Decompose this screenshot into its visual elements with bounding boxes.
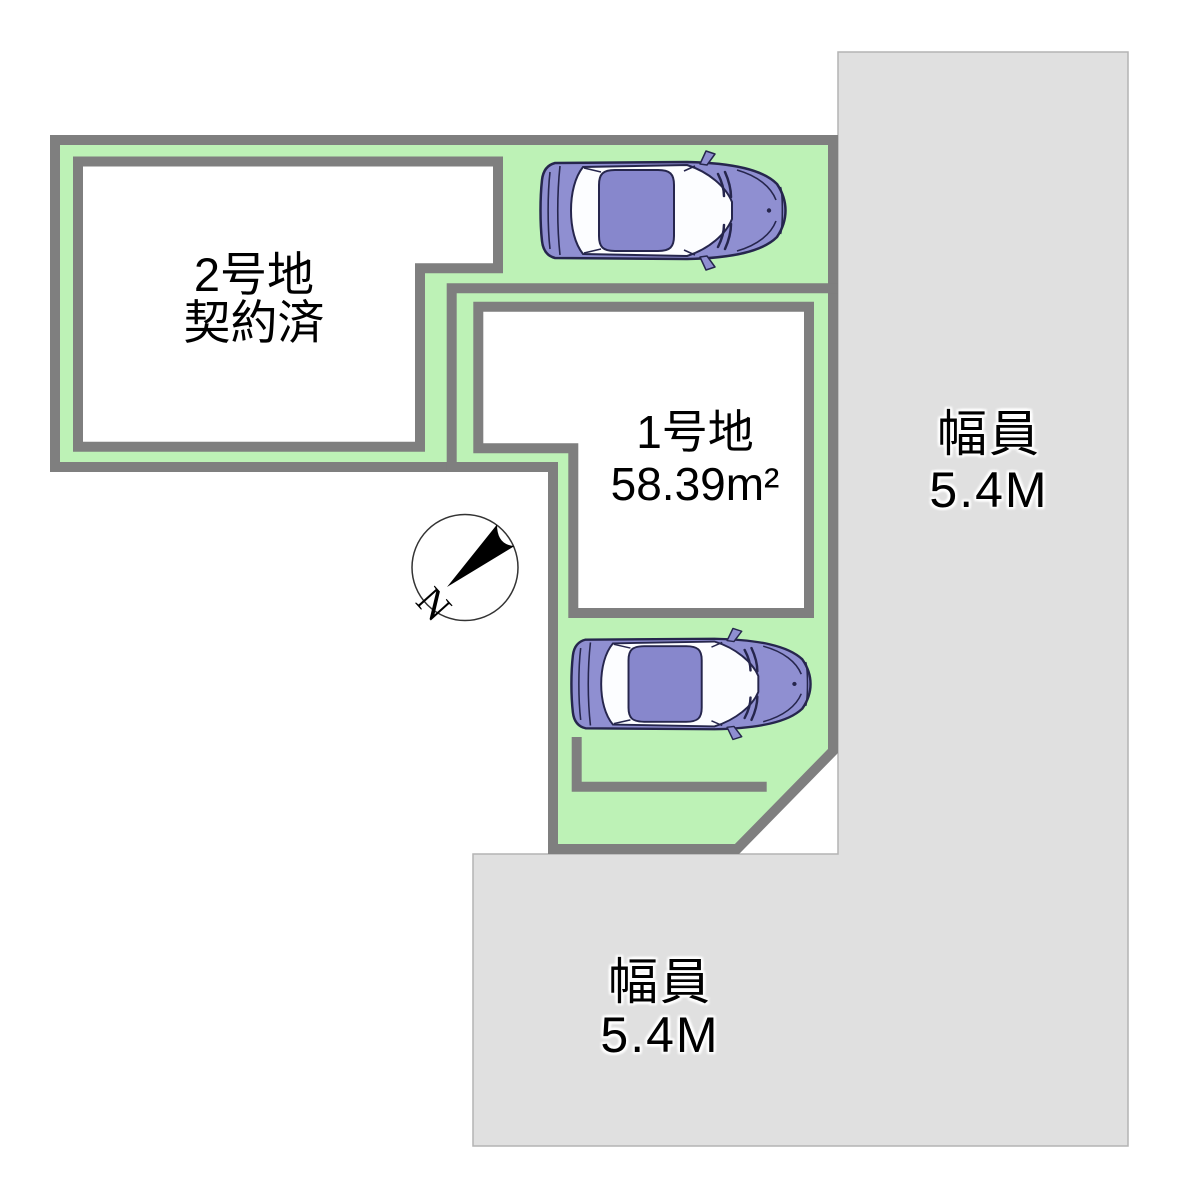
road-bottom-width-value: 5.4M [600,1007,720,1063]
road-bottom-width-text: 幅員 [607,954,712,1010]
car-top-view-icon [570,627,812,741]
plot1-label: 1号地 58.39m² [611,406,780,510]
plot2-status-text: 契約済 [183,296,325,349]
plot1-area-text: 58.39m² [610,458,780,510]
parking-space-line [571,737,767,792]
road-right-width-value: 5.4M [929,462,1049,518]
car-top-view-icon [539,149,787,272]
building-plot-2 [73,156,503,452]
north-arrow-compass-icon: N [408,513,519,630]
road-bottom-width-label: 幅員 5.4M [600,956,719,1062]
lot-boundary-line [446,283,838,471]
plot2-label: 2号地 契約済 [184,251,325,347]
plot2-name-text: 2号地 [193,248,315,301]
road-area [472,51,1129,1147]
building-plot-1 [473,301,814,618]
compass-needle [447,524,515,587]
road-right-width-text: 幅員 [936,406,1041,462]
road-right-width-label: 幅員 5.4M [929,406,1048,518]
plot1-name-text: 1号地 [636,406,754,458]
